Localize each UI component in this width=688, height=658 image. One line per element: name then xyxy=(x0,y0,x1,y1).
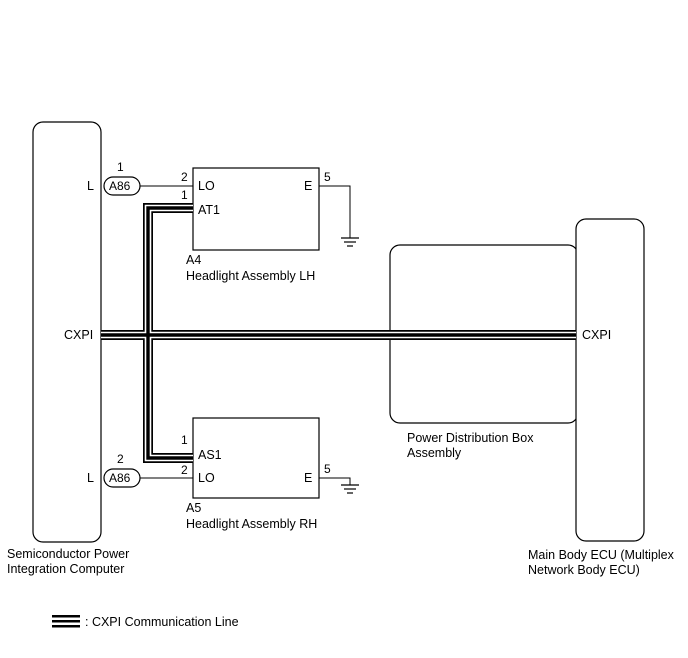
headlight-lh-pin-lo: LO xyxy=(198,179,215,193)
main-body-ecu-pin-cxpi: CXPI xyxy=(582,328,611,342)
connector-a86-top-label: A86 xyxy=(109,179,131,193)
semiconductor-pin-cxpi: CXPI xyxy=(64,328,93,342)
headlight-lh-code: A4 xyxy=(186,253,201,267)
semiconductor-pin-l-top: L xyxy=(87,179,94,193)
headlight-rh-pin-as1: AS1 xyxy=(198,448,222,462)
headlight-rh-pin-lo-no: 2 xyxy=(181,463,188,477)
semiconductor-pin-l-bottom: L xyxy=(87,471,94,485)
headlight-lh-pin-at1: AT1 xyxy=(198,203,220,217)
semiconductor-label-1: Semiconductor Power xyxy=(7,547,129,561)
connector-a86-bottom-pin: 2 xyxy=(117,452,124,466)
main-body-ecu-block xyxy=(575,218,645,542)
headlight-rh-name: Headlight Assembly RH xyxy=(186,517,317,531)
ground-icon xyxy=(319,477,359,494)
main-body-ecu-label-2: Network Body ECU) xyxy=(528,563,640,577)
power-distribution-label-1: Power Distribution Box xyxy=(407,431,534,445)
connector-a86-top-pin: 1 xyxy=(117,160,124,174)
headlight-lh-pin-e-no: 5 xyxy=(324,170,331,184)
headlight-rh-pin-as1-no: 1 xyxy=(181,433,188,447)
headlight-rh-block xyxy=(192,417,320,499)
headlight-lh-pin-e: E xyxy=(304,179,312,193)
cxpi-communication-line xyxy=(101,203,576,463)
headlight-lh-pin-at1-no: 1 xyxy=(181,188,188,202)
power-distribution-label-2: Assembly xyxy=(407,446,462,460)
legend-cxpi-line-icon xyxy=(52,615,80,628)
headlight-lh-name: Headlight Assembly LH xyxy=(186,269,315,283)
semiconductor-label-2: Integration Computer xyxy=(7,562,124,576)
ground-icon xyxy=(319,185,359,247)
headlight-rh-code: A5 xyxy=(186,501,201,515)
legend-text: : CXPI Communication Line xyxy=(85,615,239,629)
headlight-lh-pin-lo-no: 2 xyxy=(181,170,188,184)
headlight-rh-pin-e-no: 5 xyxy=(324,462,331,476)
headlight-lh-block xyxy=(192,167,320,251)
connector-a86-bottom-label: A86 xyxy=(109,471,131,485)
headlight-rh-pin-lo: LO xyxy=(198,471,215,485)
main-body-ecu-label-1: Main Body ECU (Multiplex xyxy=(528,548,675,562)
headlight-rh-pin-e: E xyxy=(304,471,312,485)
